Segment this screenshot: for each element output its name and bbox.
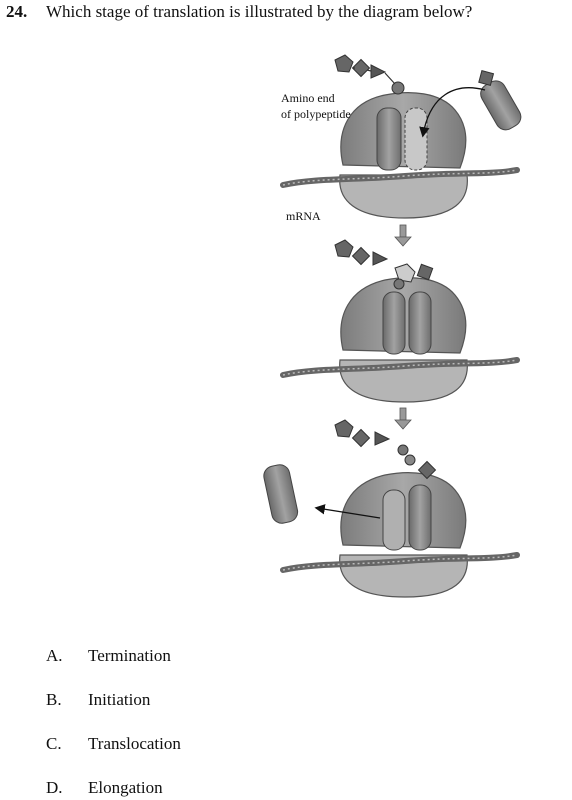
translation-diagram-svg: Amino end of polypeptide mRNA xyxy=(263,54,522,598)
choice-a[interactable]: A. Termination xyxy=(46,646,171,666)
question-number: 24. xyxy=(6,2,28,21)
choice-c-text: Translocation xyxy=(88,734,181,753)
label-amino-end-line2: of polypeptide xyxy=(281,107,351,121)
choice-d[interactable]: D. Elongation xyxy=(46,778,163,798)
down-arrow-2 xyxy=(394,407,412,430)
panel-bottom-ribosome xyxy=(263,419,520,598)
question-text: Which stage of translation is illustrate… xyxy=(46,2,473,21)
label-mrna: mRNA xyxy=(286,209,321,223)
choice-c[interactable]: C. Translocation xyxy=(46,734,181,754)
panel-middle-ribosome xyxy=(280,239,520,403)
down-arrow-1 xyxy=(394,224,412,247)
panel-top-ribosome xyxy=(280,54,522,219)
choice-d-text: Elongation xyxy=(88,778,163,797)
choice-b[interactable]: B. Initiation xyxy=(46,690,150,710)
choice-d-letter: D. xyxy=(46,778,63,797)
label-amino-end-line1: Amino end xyxy=(281,91,335,105)
choice-c-letter: C. xyxy=(46,734,62,753)
choice-a-letter: A. xyxy=(46,646,63,665)
choice-a-text: Termination xyxy=(88,646,171,665)
translation-diagram: Amino end of polypeptide mRNA xyxy=(255,40,525,600)
choice-b-text: Initiation xyxy=(88,690,151,709)
choice-b-letter: B. xyxy=(46,690,62,709)
